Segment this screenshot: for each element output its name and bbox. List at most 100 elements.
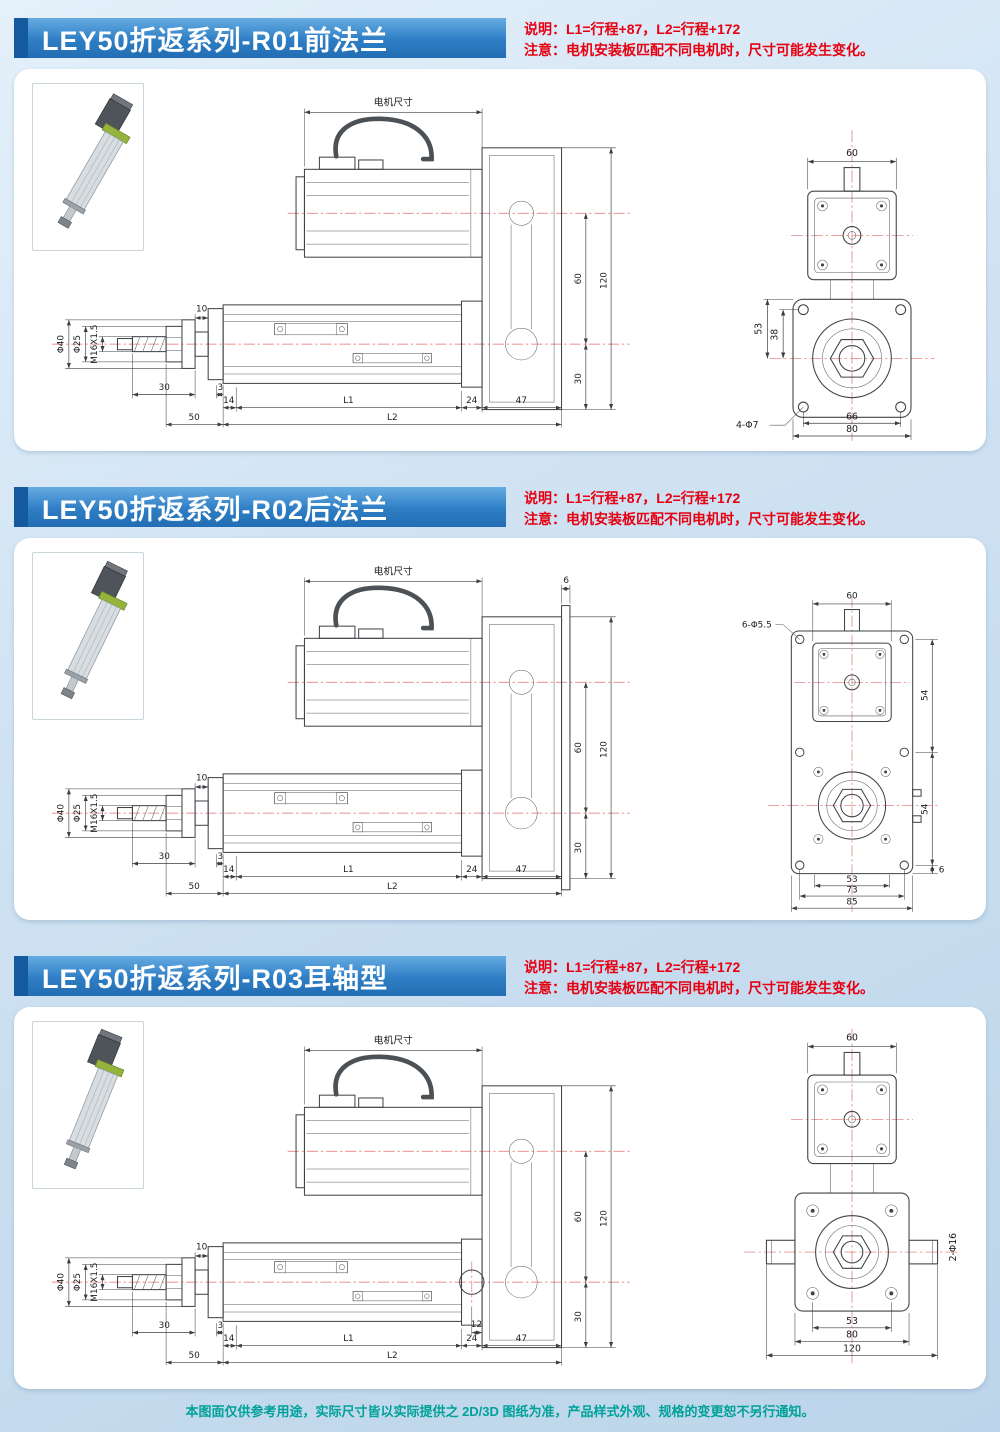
drive-housing [481, 1085, 563, 1349]
section-title: LEY50折返系列-R02后法兰 [28, 487, 506, 527]
dim-label: L2 [387, 882, 398, 892]
dim-label: 6 [939, 866, 945, 876]
rear-flange-plate [561, 605, 571, 891]
trunnion-housing [765, 1192, 939, 1312]
bearing-boss [813, 767, 922, 845]
dim-label: 50 [188, 1351, 200, 1361]
dim-label: 53 [846, 1316, 858, 1327]
cylinder-body [222, 769, 483, 857]
drive-housing [481, 605, 571, 891]
dim-label: Φ40 [56, 1273, 66, 1292]
section-title: LEY50折返系列-R03耳轴型 [28, 956, 506, 996]
dim-label: 10 [196, 773, 208, 783]
dim-label: 80 [846, 1330, 858, 1341]
dim-label: 6-Φ5.5 [742, 620, 772, 630]
dim-label: Φ25 [73, 1273, 83, 1291]
dim-label: 30 [159, 852, 171, 862]
note-caution: 注意：电机安装板匹配不同电机时，尺寸可能发生变化。 [524, 511, 874, 527]
dim-label: 电机尺寸 [374, 1034, 413, 1047]
dim-label: 30 [574, 373, 584, 385]
dimensions: 电机尺寸 10 Φ40 Φ25 M16X1.5 [56, 1034, 616, 1366]
rod-assembly [116, 1246, 224, 1319]
end-view-drawing: 60 6-Φ5.5 54 54 6 53 73 [742, 591, 945, 912]
dim-label: M16X1.5 [90, 1263, 100, 1302]
dimensions: 60 53 38 66 80 4-Φ7 [736, 148, 912, 440]
product-photo [32, 1021, 144, 1189]
title-bar: LEY50折返系列-R03耳轴型 [14, 956, 506, 996]
section-title: LEY50折返系列-R01前法兰 [28, 18, 506, 58]
dim-label: 24 [466, 1334, 478, 1344]
dimensions: 60 2-Φ16 53 80 120 [766, 1033, 959, 1360]
dimensions: 60 6-Φ5.5 54 54 6 53 73 [742, 591, 945, 912]
dim-label: 73 [846, 885, 857, 895]
dim-label: 30 [574, 842, 584, 854]
drawing-panel: 电机尺寸 6 10 Φ40 Φ25 M1 [14, 538, 986, 920]
trunnion-pin-left [765, 1239, 796, 1265]
dim-label: 50 [188, 882, 200, 892]
product-3d-render [63, 1028, 125, 1170]
dim-label: 47 [516, 396, 527, 406]
side-view-drawing: 电机尺寸 10 Φ40 Φ25 M16X1.5 [52, 1034, 630, 1366]
sheet-r01: LEY50折返系列-R01前法兰 说明：L1=行程+87，L2=行程+172 注… [14, 18, 986, 451]
sheet-r03: LEY50折返系列-R03耳轴型 说明：L1=行程+87，L2=行程+172 注… [14, 956, 986, 1389]
dim-label: 66 [846, 411, 858, 422]
dim-label: 38 [769, 329, 780, 341]
dim-label: 120 [843, 1343, 861, 1354]
dim-label: 3 [217, 383, 223, 393]
dim-label: 电机尺寸 [374, 96, 413, 109]
dim-label: 24 [466, 865, 478, 875]
dim-label: Φ40 [56, 804, 66, 823]
dim-label: 10 [196, 1242, 208, 1252]
dim-label: 3 [217, 1321, 223, 1331]
motor-rear [807, 1051, 897, 1194]
dim-label: 120 [599, 741, 609, 758]
motor [295, 1054, 483, 1196]
centerlines [52, 212, 630, 345]
dim-label: L1 [343, 1334, 354, 1344]
drawing-panel: 电机尺寸 10 Φ40 Φ25 M16X1.5 [14, 1007, 986, 1389]
centerlines [769, 130, 935, 441]
trunnion-pin-side [459, 1269, 485, 1295]
product-3d-render [57, 93, 134, 229]
section-notes: 说明：L1=行程+87，L2=行程+172 注意：电机安装板匹配不同电机时，尺寸… [524, 956, 874, 999]
dim-label: 50 [188, 413, 200, 423]
dim-label: L2 [387, 413, 398, 423]
product-photo [32, 552, 144, 720]
dim-label: L2 [387, 1351, 398, 1361]
dimensions: 电机尺寸 6 10 Φ40 Φ25 M1 [56, 565, 616, 897]
dim-label: 54 [921, 803, 931, 815]
dim-label: 60 [846, 591, 858, 601]
dim-label: 120 [599, 1210, 609, 1227]
dim-label: M16X1.5 [90, 794, 100, 833]
dimensions: 电机尺寸 10 Φ40 Φ25 M16X1.5 [56, 96, 616, 428]
product-photo [32, 83, 144, 251]
end-view-drawing: 60 2-Φ16 53 80 120 [743, 1028, 961, 1364]
product-3d-render [60, 560, 128, 700]
trunnion-pin-right [908, 1239, 939, 1265]
side-view-drawing: 电机尺寸 6 10 Φ40 Φ25 M1 [52, 565, 630, 897]
section-notes: 说明：L1=行程+87，L2=行程+172 注意：电机安装板匹配不同电机时，尺寸… [524, 18, 874, 61]
motor [295, 116, 483, 258]
centerlines [52, 681, 630, 814]
sheet-r02: LEY50折返系列-R02后法兰 说明：L1=行程+87，L2=行程+172 注… [14, 487, 986, 920]
dim-label: L1 [343, 865, 354, 875]
drawing-panel: 电机尺寸 10 Φ40 Φ25 M16X1.5 [14, 69, 986, 451]
cylinder-body [222, 300, 483, 388]
dim-label: 60 [846, 148, 858, 159]
dim-label: 47 [516, 865, 527, 875]
dim-label: 30 [574, 1311, 584, 1323]
dim-label: 30 [159, 383, 171, 393]
dim-label: Φ25 [73, 804, 83, 822]
title-bar: LEY50折返系列-R01前法兰 [14, 18, 506, 58]
centerlines [743, 1028, 961, 1364]
dim-label: 80 [846, 424, 858, 435]
dim-label: Φ40 [56, 335, 66, 354]
dim-label: 60 [846, 1033, 858, 1044]
rod-assembly [116, 777, 224, 850]
dim-label: 30 [159, 1321, 171, 1331]
dim-label: 60 [574, 1211, 584, 1223]
dim-label: 53 [754, 323, 765, 335]
footer-disclaimer: 本图面仅供参考用途，实际尺寸皆以实际提供之 2D/3D 图纸为准，产品样式外观、… [185, 1404, 815, 1419]
dim-label: 24 [466, 396, 478, 406]
section-notes: 说明：L1=行程+87，L2=行程+172 注意：电机安装板匹配不同电机时，尺寸… [524, 487, 874, 530]
